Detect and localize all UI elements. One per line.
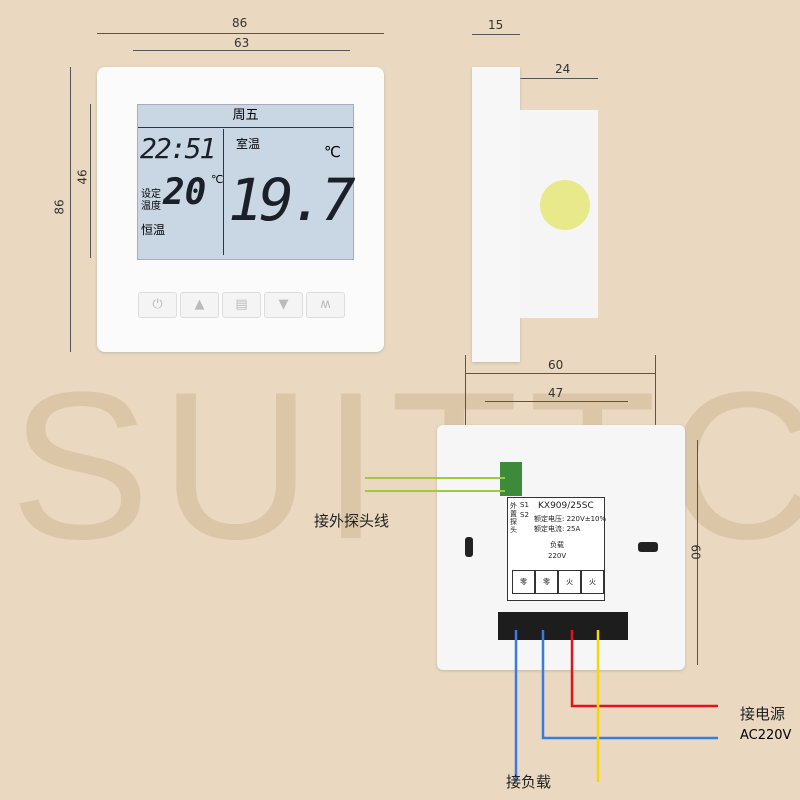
power-label: 接电源 — [740, 705, 786, 723]
label-s2: S2 — [520, 511, 529, 519]
ac-label: AC220V — [740, 728, 792, 743]
lcd-set-temp: 20 — [163, 172, 207, 213]
dim-line — [70, 67, 71, 352]
thermostat-side — [472, 67, 520, 362]
lcd-screen: 周五 22:51 设定 温度 20 ℃ 恒温 室温 ℃ 19.7 — [137, 104, 356, 260]
up-button[interactable]: ▲ — [180, 292, 219, 318]
live-wire-red — [570, 630, 718, 708]
terminal-label: 火 — [581, 570, 604, 594]
lcd-time: 22:51 — [140, 132, 216, 165]
dim-line — [472, 34, 520, 35]
lcd-mode: 恒温 — [141, 223, 166, 237]
lcd-room-unit: ℃ — [324, 143, 341, 161]
terminal-label: 火 — [558, 570, 581, 594]
lcd-set-label-2: 温度 — [141, 201, 161, 212]
lcd-divider — [223, 129, 224, 255]
mount-slot — [638, 542, 658, 552]
dim-line — [90, 104, 91, 258]
dim-back-inner: 47 — [548, 386, 564, 400]
label-sensor: 外置探头 — [510, 502, 517, 534]
label-s1: S1 — [520, 501, 529, 509]
lcd-set-unit: ℃ — [211, 173, 224, 186]
lcd-day: 周五 — [138, 105, 353, 128]
dim-line — [697, 440, 698, 665]
lcd-set-label: 设定 — [141, 189, 161, 200]
dim-line — [465, 373, 655, 374]
menu-button[interactable]: ▤ — [222, 292, 261, 318]
wiring-label: 外置探头 S1 S2 KX909/25SC 额定电压: 220V±10% 额定电… — [507, 497, 607, 601]
label-current: 额定电流: 25A — [534, 525, 581, 533]
mode-button[interactable]: ʍ — [306, 292, 345, 318]
dim-back-width: 60 — [548, 358, 564, 372]
dim-screen-width: 63 — [234, 36, 250, 50]
lcd-room-label: 室温 — [236, 137, 261, 151]
lcd-room-temp: 19.7 — [228, 166, 356, 234]
dim-side-body: 24 — [555, 62, 571, 76]
dim-line — [133, 50, 350, 51]
power-button[interactable]: ⏻ — [138, 292, 177, 318]
label-load-voltage: 220V — [548, 552, 567, 560]
power-terminal-block — [498, 612, 628, 640]
terminal-label: 零 — [512, 570, 535, 594]
load-label: 接负载 — [506, 773, 552, 791]
neutral-wire-blue — [541, 630, 718, 740]
dim-line — [520, 78, 598, 79]
dim-line — [97, 33, 384, 34]
down-button[interactable]: ▼ — [264, 292, 303, 318]
label-load: 负载 — [550, 541, 564, 549]
terminal-label: 零 — [535, 570, 558, 594]
relay-sticker — [540, 180, 590, 230]
label-model: KX909/25SC — [538, 501, 594, 511]
dim-line — [485, 401, 628, 402]
label-voltage: 额定电压: 220V±10% — [534, 515, 607, 523]
sensor-terminal — [500, 462, 522, 496]
mount-slot — [465, 537, 473, 557]
sensor-wire-label: 接外探头线 — [314, 512, 390, 530]
dim-front-width: 86 — [232, 16, 248, 30]
dim-side-depth: 15 — [488, 18, 504, 32]
